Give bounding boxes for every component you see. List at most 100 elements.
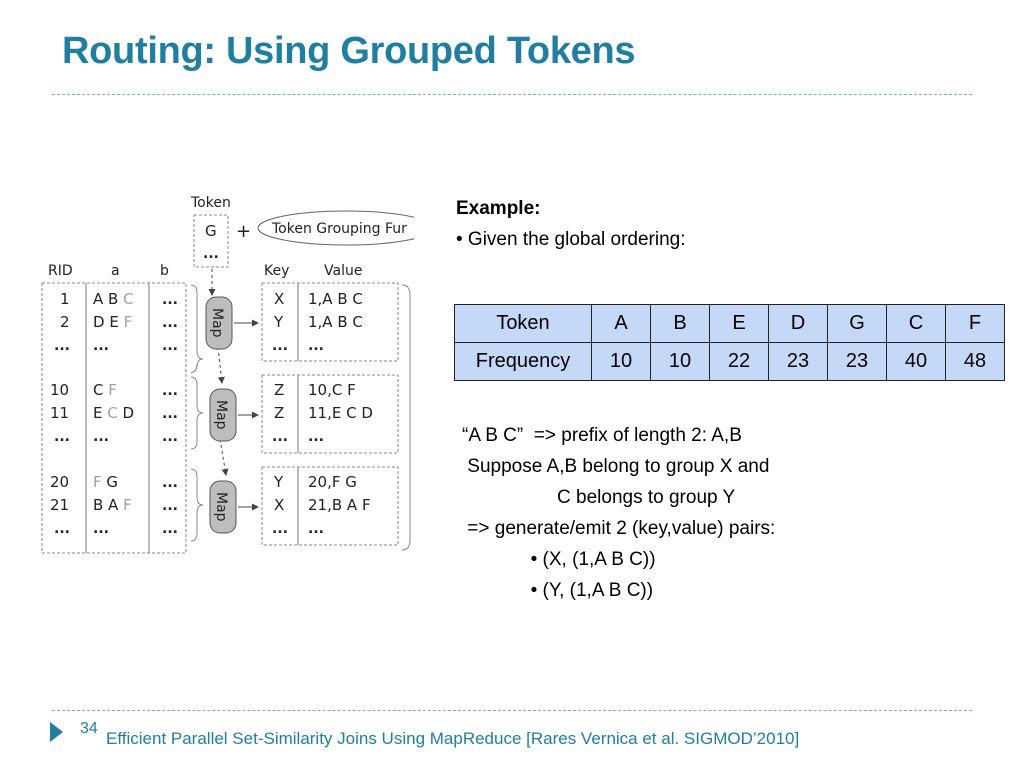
note-line: • (X, (1,A B C))	[462, 549, 656, 570]
output-box	[261, 374, 399, 454]
map-node	[205, 296, 233, 350]
frequency-cell: 40	[886, 342, 946, 381]
header-rid: RID	[48, 263, 73, 279]
token-cell: F	[945, 304, 1005, 343]
key-cell: Z	[274, 381, 284, 399]
frequency-cell: 23	[827, 342, 887, 381]
key-cell: ...	[272, 338, 288, 354]
token-cell: D	[768, 304, 828, 343]
group-brace-1	[190, 284, 204, 374]
header-key: Key	[264, 263, 289, 279]
a-cell-main: E	[93, 404, 102, 422]
note-line: “A B C” => prefix of length 2: A,B	[462, 425, 742, 446]
a-cell: B A F	[93, 496, 132, 514]
footer-divider	[52, 710, 972, 711]
a-cell-main: A B	[93, 290, 118, 308]
token-cell: C	[886, 304, 946, 343]
rid-cell: 21	[50, 496, 69, 514]
value-cell: 11,E C D	[308, 404, 373, 422]
b-cell: ...	[162, 338, 178, 354]
map-node	[209, 480, 237, 534]
a-cell: ...	[93, 429, 109, 445]
key-cell: Z	[274, 404, 284, 422]
frequency-cell: 10	[591, 342, 651, 381]
value-cell: 1,A B C	[308, 313, 363, 331]
map-node	[209, 388, 237, 442]
frequency-cell: 23	[768, 342, 828, 381]
a-cell-grey: F	[118, 496, 131, 514]
header-a: a	[111, 263, 120, 279]
b-cell: ...	[162, 292, 178, 308]
frequency-cell: 48	[945, 342, 1005, 381]
b-cell: ...	[162, 383, 178, 399]
b-cell: ...	[162, 429, 178, 445]
value-cell: 20,F G	[308, 473, 357, 491]
value-cell: ...	[308, 338, 324, 354]
play-arrow-icon	[50, 722, 63, 742]
key-cell: Y	[273, 313, 284, 331]
key-cell: ...	[272, 429, 288, 445]
a-cell-main: B A	[93, 496, 119, 514]
value-cell: 1,A B C	[308, 290, 363, 308]
a-cell: D E F	[93, 313, 132, 331]
rid-cell: 1	[60, 290, 70, 308]
value-cell: ...	[308, 521, 324, 537]
note-line: C belongs to group Y	[462, 487, 736, 508]
output-group-2: Z 10,C F Z 11,E C D ... ...	[261, 374, 399, 454]
value-cell: ...	[308, 429, 324, 445]
output-box	[261, 282, 399, 362]
ellipse-clip-mask	[414, 205, 416, 255]
example-bullet: • Given the global ordering:	[456, 229, 686, 250]
dashed-arrow	[217, 346, 225, 384]
map-routing-diagram: Token G ... + Token Grouping Fur RID a b…	[36, 185, 416, 565]
b-cell: ...	[162, 315, 178, 331]
token-grouping-label: Token Grouping Fur	[271, 221, 407, 237]
b-cell: ...	[162, 406, 178, 422]
rid-cell: ...	[54, 338, 70, 354]
page-number: 34	[80, 720, 98, 737]
diagram-svg: Token G ... + Token Grouping Fur RID a b…	[41, 195, 416, 554]
token-value-ellipsis: ...	[203, 246, 219, 262]
a-cell-grey: C	[118, 290, 133, 308]
token-row: Token A B E D G C F	[454, 304, 1005, 343]
key-cell: X	[274, 496, 284, 514]
a-cell-main: D E	[93, 313, 119, 331]
token-grouping-ellipse	[257, 210, 416, 246]
a-cell-main: C	[93, 381, 103, 399]
token-cell: G	[827, 304, 887, 343]
group-brace-3	[190, 468, 204, 542]
a-cell: A B C	[93, 290, 134, 308]
key-cell: X	[274, 290, 284, 308]
rid-cell: 11	[50, 404, 69, 422]
group-brace-2	[190, 376, 204, 450]
token-cell: E	[709, 304, 769, 343]
explanation-notes: “A B C” => prefix of length 2: A,B Suppo…	[462, 420, 775, 606]
b-cell: ...	[162, 498, 178, 514]
note-line: • (Y, (1,A B C))	[462, 580, 654, 601]
frequency-row: Frequency 10 10 22 23 23 40 48	[454, 342, 1005, 381]
input-table-frame	[41, 282, 187, 554]
map-label: Map	[213, 492, 229, 522]
rid-cell: 10	[50, 381, 69, 399]
output-group-1: X 1,A B C Y 1,A B C ... ...	[261, 282, 399, 362]
slide-title: Routing: Using Grouped Tokens	[62, 30, 636, 72]
value-cell: 21,B A F	[308, 496, 371, 514]
a-cell-grey: C	[102, 404, 117, 422]
note-line: Suppose A,B belong to group X and	[462, 456, 770, 477]
b-cell: ...	[162, 475, 178, 491]
map-label: Map	[209, 308, 225, 338]
a-cell-grey: F	[93, 473, 102, 491]
note-line: => generate/emit 2 (key,value) pairs:	[462, 518, 776, 539]
map-label: Map	[213, 400, 229, 430]
token-value-g: G	[205, 222, 217, 240]
token-cell: A	[591, 304, 651, 343]
token-cell: B	[650, 304, 710, 343]
key-cell: ...	[272, 521, 288, 537]
title-divider	[52, 94, 972, 95]
a-cell-grey: F	[119, 313, 132, 331]
rid-cell: ...	[54, 429, 70, 445]
row-header-frequency: Frequency	[454, 342, 592, 381]
output-brace	[401, 284, 411, 551]
rid-cell: 2	[60, 313, 70, 331]
frequency-cell: 10	[650, 342, 710, 381]
